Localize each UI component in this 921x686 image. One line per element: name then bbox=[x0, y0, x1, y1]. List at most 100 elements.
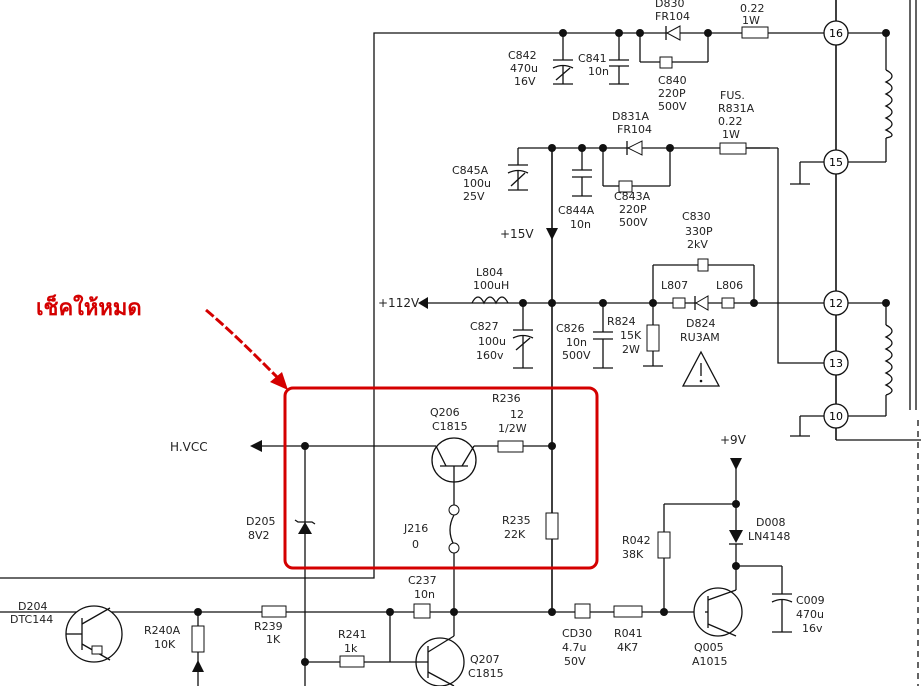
d830-ref: D830 bbox=[655, 0, 684, 10]
cd30-symbol bbox=[574, 603, 591, 619]
c009-ref: C009 bbox=[796, 594, 825, 607]
d008-symbol bbox=[729, 530, 743, 545]
l807-ref: L807 bbox=[661, 279, 688, 292]
c830-symbol bbox=[697, 258, 709, 272]
r240a-symbol bbox=[191, 625, 205, 653]
q207-value: C1815 bbox=[468, 667, 504, 680]
c827-rating: 160v bbox=[476, 349, 504, 362]
c844a-ref: C844A bbox=[558, 204, 595, 217]
d205-value: 8V2 bbox=[248, 529, 270, 542]
c009-value: 470u bbox=[796, 608, 824, 621]
d204-value: DTC144 bbox=[10, 613, 53, 626]
pin-15 bbox=[823, 149, 849, 175]
r236-value: 12 bbox=[510, 408, 524, 421]
c840-symbol bbox=[659, 56, 673, 69]
r041-symbol bbox=[613, 605, 643, 618]
rail-9v-label: +9V bbox=[720, 433, 747, 447]
c841-value: 10n bbox=[588, 65, 609, 78]
pin-10 bbox=[823, 403, 849, 429]
d205-ref: D205 bbox=[246, 515, 275, 528]
c841-ref: C841 bbox=[578, 52, 607, 65]
callout-arrow bbox=[205, 308, 288, 390]
pin-16-label: 16 bbox=[829, 27, 843, 40]
q206-symbol bbox=[431, 437, 477, 483]
d824-value: RU3AM bbox=[680, 331, 720, 344]
d824-symbol bbox=[694, 295, 709, 311]
d824-ref: D824 bbox=[686, 317, 715, 330]
c237-value: 10n bbox=[414, 588, 435, 601]
r041-value: 4K7 bbox=[617, 641, 638, 654]
r240a-ref: R240A bbox=[144, 624, 181, 637]
q207-symbol bbox=[410, 612, 465, 686]
pin-16 bbox=[823, 20, 849, 46]
pin-12 bbox=[823, 290, 849, 316]
l807-symbol bbox=[672, 297, 686, 309]
warning-icon bbox=[681, 350, 721, 387]
l806-symbol bbox=[721, 297, 735, 309]
c842-symbol bbox=[552, 59, 574, 85]
hvcc-label: H.VCC bbox=[170, 440, 208, 454]
d830-symbol bbox=[665, 25, 681, 41]
c843a-symbol bbox=[618, 180, 633, 193]
d204-ref: D204 bbox=[18, 600, 47, 613]
r830-symbol bbox=[741, 26, 769, 39]
r831a-rating: 1W bbox=[722, 128, 740, 141]
q206-value: C1815 bbox=[432, 420, 468, 433]
c826-symbol bbox=[593, 331, 613, 369]
c830-value: 330P bbox=[685, 225, 713, 238]
callout-text: เช็คให้หมด bbox=[36, 296, 142, 321]
r831a-fus: FUS. bbox=[720, 89, 745, 102]
r830-rating: 1W bbox=[742, 14, 760, 27]
transformer-winding-lower bbox=[884, 324, 893, 396]
c841-symbol bbox=[609, 59, 629, 85]
r831a-ref: R831A bbox=[718, 102, 755, 115]
r239-value: 1K bbox=[266, 633, 281, 646]
pin-12-label: 12 bbox=[829, 297, 843, 310]
d008-value: LN4148 bbox=[748, 530, 790, 543]
d205-symbol bbox=[294, 519, 316, 534]
r824-rating: 2W bbox=[622, 343, 640, 356]
r824-value: 15K bbox=[620, 329, 642, 342]
c840-rating: 500V bbox=[658, 100, 687, 113]
c844a-value: 10n bbox=[570, 218, 591, 231]
r042-symbol bbox=[657, 531, 671, 559]
d831a-ref: D831A bbox=[612, 110, 649, 123]
r240a-value: 10K bbox=[154, 638, 176, 651]
c826-rating: 500V bbox=[562, 349, 591, 362]
c827-symbol bbox=[512, 329, 534, 369]
connector-pins: 16 15 12 13 10 bbox=[823, 20, 849, 429]
r239-symbol bbox=[261, 605, 287, 618]
d830-value: FR104 bbox=[655, 10, 690, 23]
c842-rating: 16V bbox=[514, 75, 536, 88]
c842-ref: C842 bbox=[508, 49, 537, 62]
l804-value: 100uH bbox=[473, 279, 509, 292]
c845a-symbol bbox=[507, 164, 529, 191]
c826-value: 10n bbox=[566, 336, 587, 349]
r236-ref: R236 bbox=[492, 392, 521, 405]
q206-ref: Q206 bbox=[430, 406, 460, 419]
c843a-rating: 500V bbox=[619, 216, 648, 229]
highlight-box bbox=[283, 386, 599, 570]
r830-value: 0.22 bbox=[740, 2, 765, 15]
r236-rating: 1/2W bbox=[498, 422, 527, 435]
junction-dots bbox=[194, 29, 890, 666]
c830-rating: 2kV bbox=[687, 238, 708, 251]
c840-value: 220P bbox=[658, 87, 686, 100]
r042-ref: R042 bbox=[622, 534, 651, 547]
d204-symbol bbox=[65, 605, 123, 663]
cd30-rating: 50V bbox=[564, 655, 586, 668]
q005-value: A1015 bbox=[692, 655, 728, 668]
l806-ref: L806 bbox=[716, 279, 743, 292]
r241-symbol bbox=[339, 655, 365, 668]
c826-ref: C826 bbox=[556, 322, 585, 335]
r239-ref: R239 bbox=[254, 620, 283, 633]
q207-ref: Q207 bbox=[470, 653, 500, 666]
c843a-value: 220P bbox=[619, 203, 647, 216]
d831a-symbol bbox=[626, 140, 643, 156]
pin-13 bbox=[823, 350, 849, 376]
r235-value: 22K bbox=[504, 528, 526, 541]
r831a-value: 0.22 bbox=[718, 115, 743, 128]
transformer-winding-upper bbox=[884, 69, 893, 139]
